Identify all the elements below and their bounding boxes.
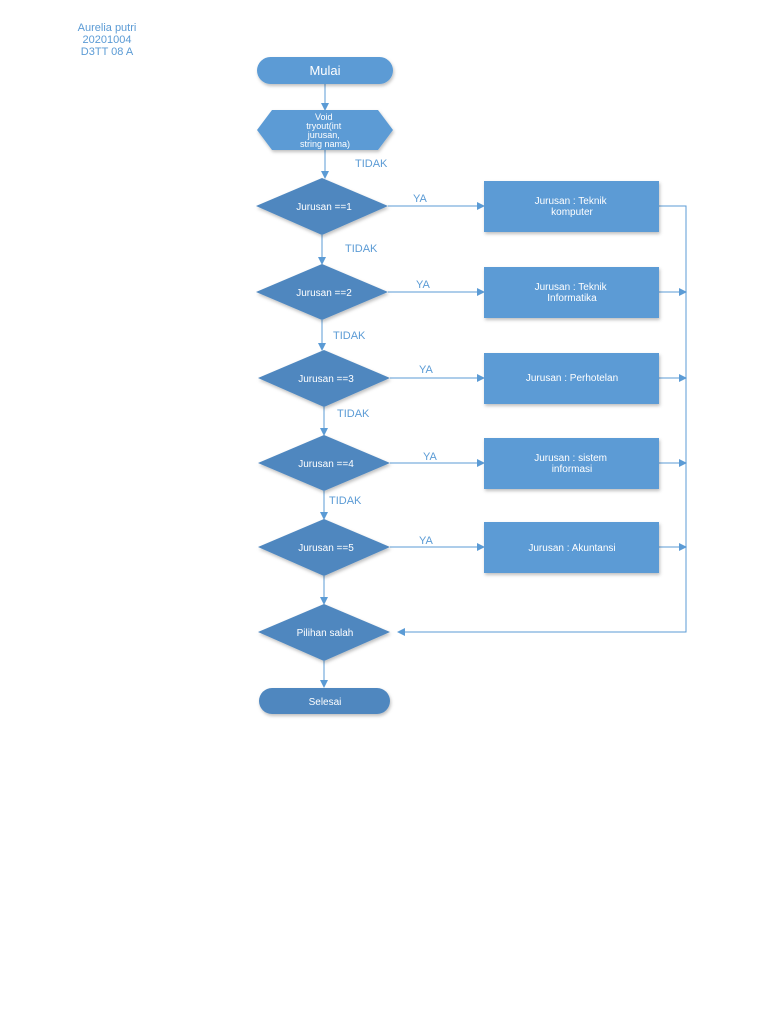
process-1-label: Jurusan : Teknik komputer bbox=[535, 196, 610, 218]
edge-label-yes-1: YA bbox=[413, 193, 428, 205]
decision-5-label: Jurusan ==5 bbox=[298, 543, 354, 554]
decision-2-label: Jurusan ==2 bbox=[296, 288, 352, 299]
author-class: D3TT 08 A bbox=[80, 46, 134, 58]
edge-label-no-2: TIDAK bbox=[345, 243, 378, 255]
process-5: Jurusan : Akuntansi bbox=[484, 522, 659, 573]
author-id: 20201004 bbox=[82, 34, 132, 46]
edge-label-no-4: TIDAK bbox=[337, 408, 370, 420]
edge-label-no-1: TIDAK bbox=[355, 158, 388, 170]
process-3: Jurusan : Perhotelan bbox=[484, 353, 659, 404]
edge-label-yes-4: YA bbox=[423, 451, 438, 463]
decision-4: Jurusan ==4 bbox=[258, 435, 390, 491]
decision-3-label: Jurusan ==3 bbox=[298, 374, 354, 385]
process-3-label: Jurusan : Perhotelan bbox=[526, 373, 618, 384]
end-label: Selesai bbox=[309, 697, 342, 708]
decision-2: Jurusan ==2 bbox=[256, 264, 388, 320]
process-2: Jurusan : Teknik Informatika bbox=[484, 267, 659, 318]
decision-1-label: Jurusan ==1 bbox=[296, 202, 352, 213]
process-1: Jurusan : Teknik komputer bbox=[484, 181, 659, 232]
edge-p1-merge bbox=[397, 205, 687, 636]
start-terminal: Mulai bbox=[257, 57, 393, 84]
decision-4-label: Jurusan ==4 bbox=[298, 459, 354, 470]
process-4: Jurusan : sistem informasi bbox=[484, 438, 659, 489]
decision-error-label: Pilihan salah bbox=[297, 628, 354, 639]
edge-label-yes-5: YA bbox=[419, 535, 434, 547]
decision-1: Jurusan ==1 bbox=[256, 178, 388, 235]
end-terminal: Selesai bbox=[259, 688, 390, 714]
start-label: Mulai bbox=[309, 63, 340, 78]
decision-5: Jurusan ==5 bbox=[258, 519, 390, 576]
prep-label: Void tryout(int jurusan, string nama) bbox=[300, 112, 350, 149]
edge-label-yes-2: YA bbox=[416, 279, 431, 291]
process-2-label: Jurusan : Teknik Informatika bbox=[535, 282, 610, 304]
process-5-label: Jurusan : Akuntansi bbox=[528, 543, 615, 554]
author-name: Aurelia putri bbox=[77, 22, 137, 34]
process-4-label: Jurusan : sistem informasi bbox=[534, 453, 610, 475]
edge-label-yes-3: YA bbox=[419, 364, 434, 376]
decision-error: Pilihan salah bbox=[258, 604, 390, 661]
connectors bbox=[318, 84, 687, 688]
decision-3: Jurusan ==3 bbox=[258, 350, 390, 407]
edge-label-no-5: TIDAK bbox=[329, 495, 362, 507]
prep-hexagon: Void tryout(int jurusan, string nama) bbox=[257, 110, 393, 150]
edge-label-no-3: TIDAK bbox=[333, 330, 366, 342]
author-block: Aurelia putri 20201004 D3TT 08 A bbox=[40, 22, 174, 58]
